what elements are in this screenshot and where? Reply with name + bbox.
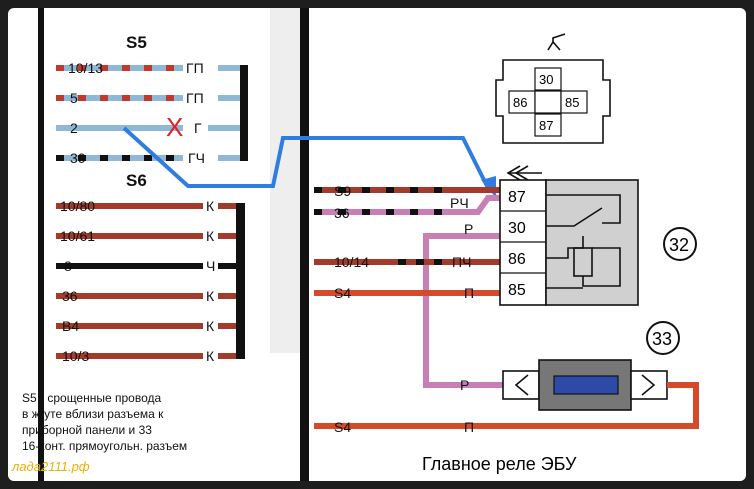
s5-code-4: ГЧ (188, 150, 205, 166)
relay-wire-code-pch: ПЧ (452, 254, 471, 270)
relay-number: 32 (669, 235, 689, 255)
note-line-1: S5 - срощенные провода (22, 391, 161, 405)
s6-pin-4: 36 (62, 288, 78, 304)
relay-wire-pin-s9: S9 (334, 183, 351, 199)
diagram-caption: Главное реле ЭБУ (422, 454, 577, 474)
s5-code-2: ГП (186, 90, 204, 106)
s5-splice-bar (240, 65, 248, 161)
s5-code-1: ГП (186, 60, 204, 76)
note-line-2: в жгуте вблизи разъема к (22, 407, 164, 421)
s5-pin-3: 2 (70, 120, 78, 136)
relay-wire-pin-s4: S4 (334, 285, 351, 301)
relay-terminal-86: 86 (508, 251, 526, 268)
s5-wire-2: 5 ГП (56, 90, 240, 106)
s6-pin-1: 10/80 (60, 198, 95, 214)
note-block: S5 - срощенные провода в жгуте вблизи ра… (22, 391, 187, 453)
s6-wires: 10/80 К 10/61 К 8 Ч 36 К B4 К 10/3 К (56, 198, 238, 364)
s6-code-5: К (206, 318, 215, 334)
diagram-panel: S5 10/13 ГП 5 ГП 2 Г X 30 ГЧ S6 10/80 К (8, 8, 746, 481)
s5-code-3: Г (194, 120, 202, 136)
group-label-s5: S5 (126, 33, 147, 52)
route-arrow-line (122, 126, 490, 189)
fuse-number-circle (646, 321, 680, 355)
wiring-diagram: S5 10/13 ГП 5 ГП 2 Г X 30 ГЧ S6 10/80 К (11, 8, 699, 481)
relay-wire-code-r: Р (464, 221, 473, 237)
note-line-3: приборной панели и 33 (22, 423, 152, 437)
relay-wires: S9 РЧ 36 Р 10/14 ПЧ S4 П (314, 183, 500, 388)
right-harness-bar (300, 8, 309, 481)
connector-pin-87: 87 (539, 118, 553, 133)
connector-pin-86: 86 (513, 95, 527, 110)
s5-pin-2: 5 (70, 90, 78, 106)
s6-code-2: К (206, 228, 215, 244)
note-line-4: 16-конт. прямоугольн. разъем (22, 439, 187, 453)
relay-32: 87 30 86 85 (499, 179, 639, 306)
s6-code-4: К (206, 288, 215, 304)
s5-wire-1: 10/13 ГП (56, 60, 240, 76)
s5-pin-1: 10/13 (68, 60, 103, 76)
s6-splice-bar (236, 203, 245, 359)
connector-view: 30 86 85 87 (495, 33, 611, 144)
left-harness-bar (38, 8, 44, 481)
s6-code-1: К (206, 198, 215, 214)
cut-mark: X (166, 112, 183, 142)
s6-pin-3: 8 (64, 258, 72, 274)
s6-pin-2: 10/61 (60, 228, 95, 244)
relay-wire-pin-36: 36 (334, 205, 350, 221)
fuse-wire-pin-s4: S4 (334, 419, 351, 435)
s5-pin-4: 30 (70, 150, 86, 166)
watermark: лада2111.рф (11, 459, 90, 474)
relay-terminal-87: 87 (508, 189, 526, 206)
fuse-number: 33 (652, 329, 672, 349)
relay-terminal-30: 30 (508, 220, 526, 237)
fuse-wire-code-p: П (464, 419, 474, 435)
connector-pin-85: 85 (565, 95, 579, 110)
s5-wire-3: 2 Г X (56, 112, 240, 142)
relay-wire-pin-10-14: 10/14 (334, 254, 369, 270)
s6-pin-5: B4 (62, 318, 79, 334)
relay-terminal-85: 85 (508, 282, 526, 299)
relay-wire-code-p: П (464, 285, 474, 301)
fuse-wire-code-r: Р (460, 377, 469, 393)
s6-code-6: К (206, 348, 215, 364)
connector-pin-30: 30 (539, 72, 553, 87)
s5-wire-4: 30 ГЧ (56, 150, 240, 166)
double-arrow-icon (506, 165, 542, 181)
s6-code-3: Ч (206, 258, 215, 274)
group-label-s6: S6 (126, 171, 147, 190)
relay-wire-code-rch: РЧ (450, 195, 469, 211)
relay-number-circle (663, 227, 697, 261)
s6-pin-6: 10/3 (62, 348, 89, 364)
fuse-33: Р S4 П (314, 359, 699, 435)
